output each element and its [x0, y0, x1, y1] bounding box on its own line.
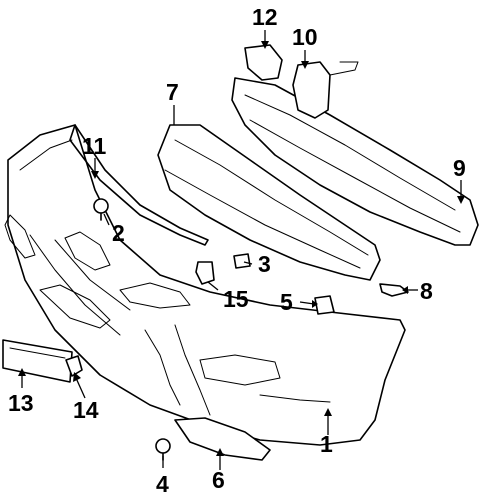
small-clip-part — [233, 253, 251, 269]
energy-absorber-part — [157, 124, 381, 281]
impact-bar-part — [231, 77, 479, 246]
callout-1: 1 — [320, 431, 333, 457]
license-bracket-part — [2, 339, 73, 383]
callout-5: 5 — [280, 289, 293, 315]
retainer-clip-part — [244, 44, 283, 81]
guide-part — [379, 283, 409, 297]
callout-7: 7 — [166, 79, 179, 105]
callout-13: 13 — [8, 390, 34, 416]
callout-14: 14 — [73, 397, 99, 423]
callout-15: 15 — [223, 286, 249, 312]
callout-8: 8 — [420, 278, 433, 304]
callout-labels: 1 2 3 4 5 6 7 8 9 10 11 12 13 14 15 — [8, 4, 466, 497]
mounting-clip-part — [195, 261, 215, 285]
callout-12: 12 — [252, 4, 278, 30]
callout-9: 9 — [453, 155, 466, 181]
callout-2: 2 — [112, 220, 125, 246]
callout-10: 10 — [292, 24, 318, 50]
bumper-cover-part — [4, 124, 406, 446]
callout-3: 3 — [258, 251, 271, 277]
callout-6: 6 — [212, 467, 225, 493]
lower-grille-part — [174, 417, 271, 461]
callout-11: 11 — [82, 133, 107, 159]
push-pin-part — [93, 198, 109, 221]
callout-4: 4 — [156, 471, 169, 497]
small-bracket-part — [65, 355, 83, 377]
support-bracket-part — [292, 61, 359, 119]
leader-lines — [18, 30, 465, 470]
side-bracket-part — [314, 295, 335, 315]
